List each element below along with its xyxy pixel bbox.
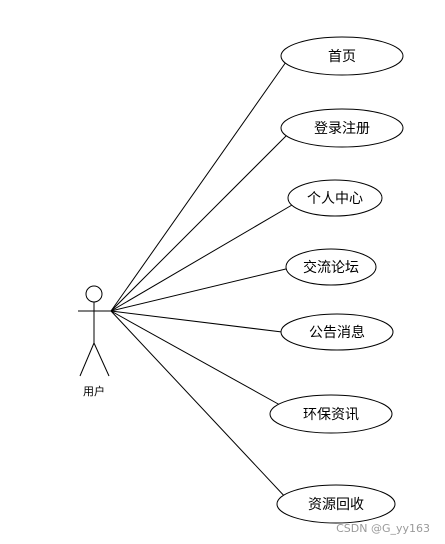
use-case-label: 首页 — [328, 49, 356, 65]
watermark: CSDN @G_yy163 — [336, 522, 430, 535]
use-case-5[interactable]: 公告消息 — [280, 313, 394, 351]
actor-head — [85, 285, 103, 303]
use-case-3[interactable]: 个人中心 — [287, 179, 383, 217]
use-case-7[interactable]: 资源回收 — [276, 484, 396, 524]
association-line-1 — [110, 61, 287, 312]
association-lines — [110, 61, 293, 501]
use-case-label: 交流论坛 — [303, 259, 359, 276]
use-case-label: 个人中心 — [307, 191, 363, 207]
association-line-2 — [110, 133, 289, 312]
use-case-ellipse — [276, 484, 396, 524]
use-case-label: 环保资讯 — [303, 407, 359, 423]
use-case-ellipse — [269, 394, 393, 434]
actor-left-leg — [79, 342, 95, 377]
association-line-7 — [110, 310, 289, 501]
use-case-ellipse — [280, 108, 404, 148]
association-line-4 — [110, 267, 291, 312]
use-case-4[interactable]: 交流论坛 — [285, 248, 377, 286]
association-line-5 — [110, 310, 283, 333]
use-case-ellipse — [287, 179, 383, 217]
association-line-6 — [110, 310, 281, 406]
use-case-ellipse — [280, 313, 394, 351]
association-line-3 — [110, 204, 293, 312]
actor-user[interactable] — [78, 285, 111, 377]
use-case-1[interactable]: 首页 — [280, 36, 404, 76]
use-case-2[interactable]: 登录注册 — [280, 108, 404, 148]
use-case-ellipse — [285, 248, 377, 286]
use-case-label: 登录注册 — [314, 121, 370, 137]
use-case-label: 资源回收 — [308, 497, 364, 513]
actor-right-leg — [93, 342, 110, 377]
use-case-label: 公告消息 — [309, 324, 365, 341]
use-case-ellipse — [280, 36, 404, 76]
use-case-6[interactable]: 环保资讯 — [269, 394, 393, 434]
actor-label: 用户 — [83, 384, 105, 398]
